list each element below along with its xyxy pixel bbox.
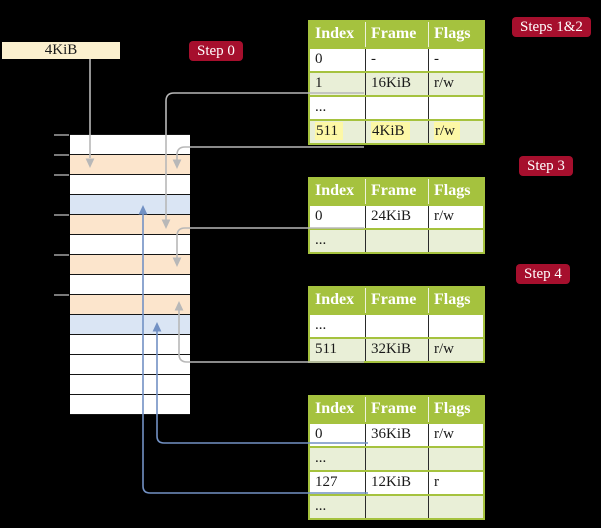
table-row: 0 - -: [310, 47, 483, 71]
column-header: Flags: [434, 400, 471, 417]
cell-frame: [366, 230, 429, 252]
cell-flags: r/w: [429, 121, 483, 143]
page-table-step-4: Index Frame Flags ... 511 32KiB r/w: [308, 286, 485, 363]
memory-tick: [54, 154, 69, 156]
memory-row-peach: [70, 255, 190, 275]
memory-row-white: [70, 375, 190, 395]
table-header-row: Index Frame Flags: [310, 288, 483, 313]
badge-steps-1-2: Steps 1&2: [512, 17, 591, 37]
physical-memory-column: [70, 134, 190, 415]
cell-frame: 24KiB: [366, 206, 429, 228]
cell-frame: 32KiB: [366, 339, 429, 361]
table-row: ...: [310, 228, 483, 252]
memory-tick: [54, 254, 69, 256]
cell-index: 0: [310, 424, 366, 446]
table-header-row: Index Frame Flags: [310, 179, 483, 204]
table-row: ...: [310, 95, 483, 119]
memory-row-peach: [70, 295, 190, 315]
table-row: ...: [310, 446, 483, 470]
cell-index: 1: [310, 73, 366, 95]
cell-index: 127: [310, 472, 366, 494]
table-row: 0 24KiB r/w: [310, 204, 483, 228]
table-row: 127 12KiB r: [310, 470, 483, 494]
cell-flags: [429, 496, 483, 518]
memory-tick: [54, 134, 69, 136]
memory-row-peach: [70, 215, 190, 235]
cell-flags: [429, 315, 483, 337]
table-row: 0 36KiB r/w: [310, 422, 483, 446]
page-table-leaf: Index Frame Flags 0 36KiB r/w ... 127 12…: [308, 395, 485, 520]
memory-row-white: [70, 275, 190, 295]
memory-row-blue: [70, 195, 190, 215]
memory-row-peach: [70, 155, 190, 175]
memory-tick: [54, 174, 69, 176]
cell-frame: 16KiB: [366, 73, 429, 95]
highlight: 4KiB: [371, 122, 410, 140]
table-row: ...: [310, 494, 483, 518]
badge-step-3: Step 3: [519, 156, 573, 176]
table-row: ...: [310, 313, 483, 337]
cell-frame: -: [366, 49, 429, 71]
memory-row-white: [70, 135, 190, 155]
highlight: r/w: [434, 122, 460, 140]
column-header: Flags: [434, 25, 471, 42]
cell-frame: 36KiB: [366, 424, 429, 446]
cell-frame: [366, 97, 429, 119]
highlight: 511: [315, 122, 343, 140]
cell-frame: 4KiB: [366, 121, 429, 143]
cell-flags: r/w: [434, 341, 454, 357]
column-header: Index: [310, 397, 366, 422]
cell-flags: r/w: [434, 208, 454, 224]
cell-index: 0: [310, 49, 366, 71]
cell-index: 511: [310, 339, 366, 361]
cell-flags: -: [434, 51, 439, 67]
arrow-t1-row511-to-4kib: [176, 146, 364, 160]
cell-flags: r: [434, 474, 439, 490]
cell-index: ...: [310, 230, 366, 252]
cell-index: ...: [310, 448, 366, 470]
cell-flags: [429, 97, 483, 119]
memory-row-white: [70, 335, 190, 355]
memory-row-white: [70, 175, 190, 195]
column-header: Flags: [434, 182, 471, 199]
column-header: Index: [310, 288, 366, 313]
column-header: Index: [310, 179, 366, 204]
column-header: Flags: [434, 291, 471, 308]
badge-step-0: Step 0: [189, 41, 243, 61]
table-row: 1 16KiB r/w: [310, 71, 483, 95]
cell-flags: [429, 230, 483, 252]
root-pointer-box: 4KiB: [2, 42, 120, 59]
memory-row-white: [70, 355, 190, 375]
cell-frame: [366, 315, 429, 337]
table-header-row: Index Frame Flags: [310, 22, 483, 47]
cell-flags: r/w: [434, 75, 454, 91]
cell-frame: 12KiB: [366, 472, 429, 494]
cell-index: ...: [310, 97, 366, 119]
table-row: 511 32KiB r/w: [310, 337, 483, 361]
memory-row-white: [70, 235, 190, 255]
memory-tick: [54, 294, 69, 296]
column-header: Frame: [366, 22, 429, 47]
column-header: Frame: [366, 288, 429, 313]
memory-row-white: [70, 395, 190, 415]
table-header-row: Index Frame Flags: [310, 397, 483, 422]
page-table-step-3: Index Frame Flags 0 24KiB r/w ...: [308, 177, 485, 254]
cell-index: ...: [310, 496, 366, 518]
column-header: Frame: [366, 179, 429, 204]
cell-flags: r/w: [434, 426, 454, 442]
memory-row-blue: [70, 315, 190, 335]
column-header: Index: [310, 22, 366, 47]
memory-tick: [54, 214, 69, 216]
cell-index: 511: [310, 121, 366, 143]
cell-frame: [366, 496, 429, 518]
cell-flags: [429, 448, 483, 470]
cell-index: 0: [310, 206, 366, 228]
badge-step-4: Step 4: [516, 264, 570, 284]
cell-frame: [366, 448, 429, 470]
cell-index: ...: [310, 315, 366, 337]
column-header: Frame: [366, 397, 429, 422]
table-row-highlighted: 511 4KiB r/w: [310, 119, 483, 143]
page-table-steps-1-2: Index Frame Flags 0 - - 1 16KiB r/w ... …: [308, 20, 485, 145]
